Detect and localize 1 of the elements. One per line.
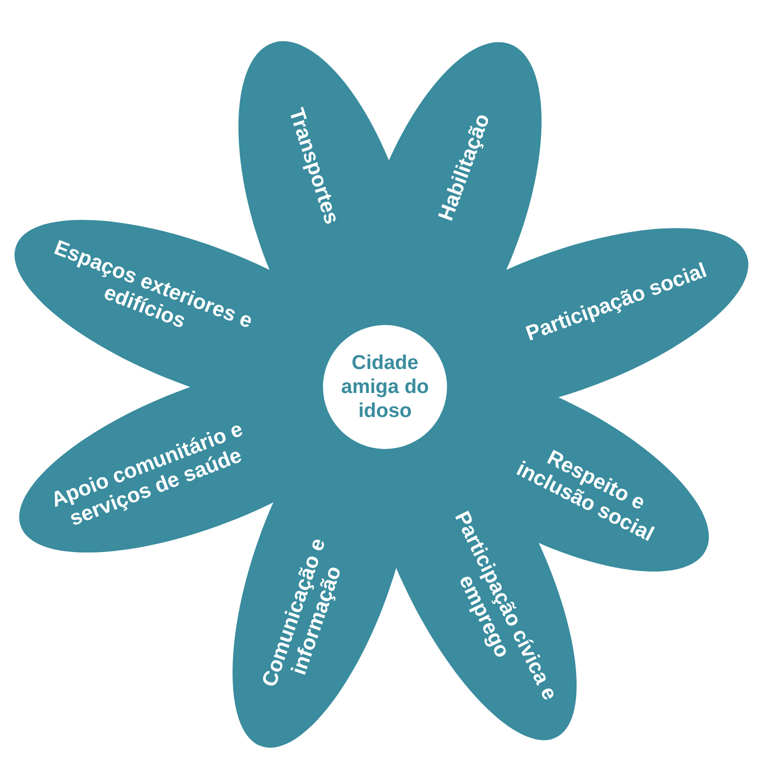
- center-label: Cidade amiga do idoso: [340, 351, 430, 423]
